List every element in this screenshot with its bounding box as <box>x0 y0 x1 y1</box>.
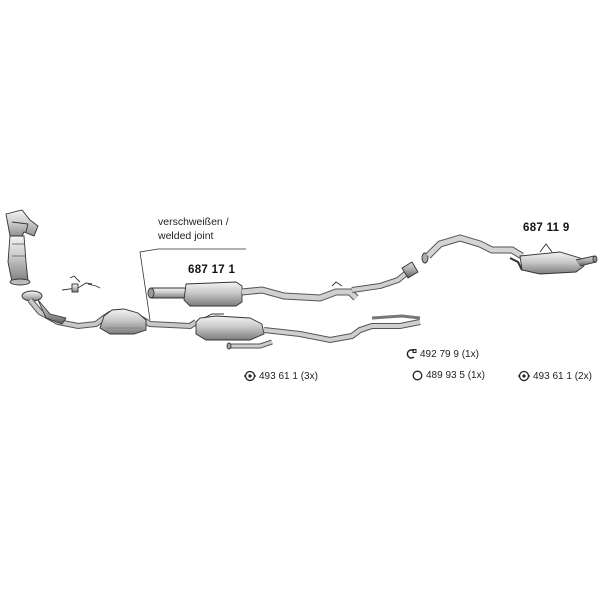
accessory-rubber-mount-3x-text: 493 61 1 (3x) <box>259 370 318 382</box>
exhaust-manifold <box>5 209 39 286</box>
accessory-rubber-mount-2x: 493 61 1 (2x) <box>518 370 592 382</box>
accessory-clamp: 492 79 9 (1x) <box>405 348 479 360</box>
accessory-rubber-mount-2x-text: 493 61 1 (2x) <box>533 370 592 382</box>
welded-joint-label-en: welded joint <box>158 230 214 242</box>
accessory-ring-gasket-text: 489 93 5 (1x) <box>426 370 485 381</box>
front-pipe-catalytic-converter <box>21 290 198 335</box>
accessory-rubber-mount-3x: 493 61 1 (3x) <box>244 370 318 382</box>
welded-joint-leader <box>139 248 246 321</box>
welded-joint-label-de: verschweißen / <box>158 216 229 228</box>
clamp-icon <box>406 349 417 359</box>
ring-gasket-icon <box>412 370 423 381</box>
rubber-mount-icon <box>244 370 256 382</box>
rear-silencer <box>421 234 598 275</box>
front-silencer <box>147 261 419 307</box>
middle-pipe-catalyst <box>195 313 421 350</box>
accessory-clamp-text: 492 79 9 (1x) <box>420 348 479 360</box>
lambda-sensor <box>61 275 101 293</box>
accessory-ring-gasket: 489 93 5 (1x) <box>412 370 485 381</box>
rubber-mount-icon <box>518 370 530 382</box>
part-number-front-silencer: 687 17 1 <box>188 264 236 276</box>
part-number-rear-silencer: 687 11 9 <box>523 222 570 234</box>
